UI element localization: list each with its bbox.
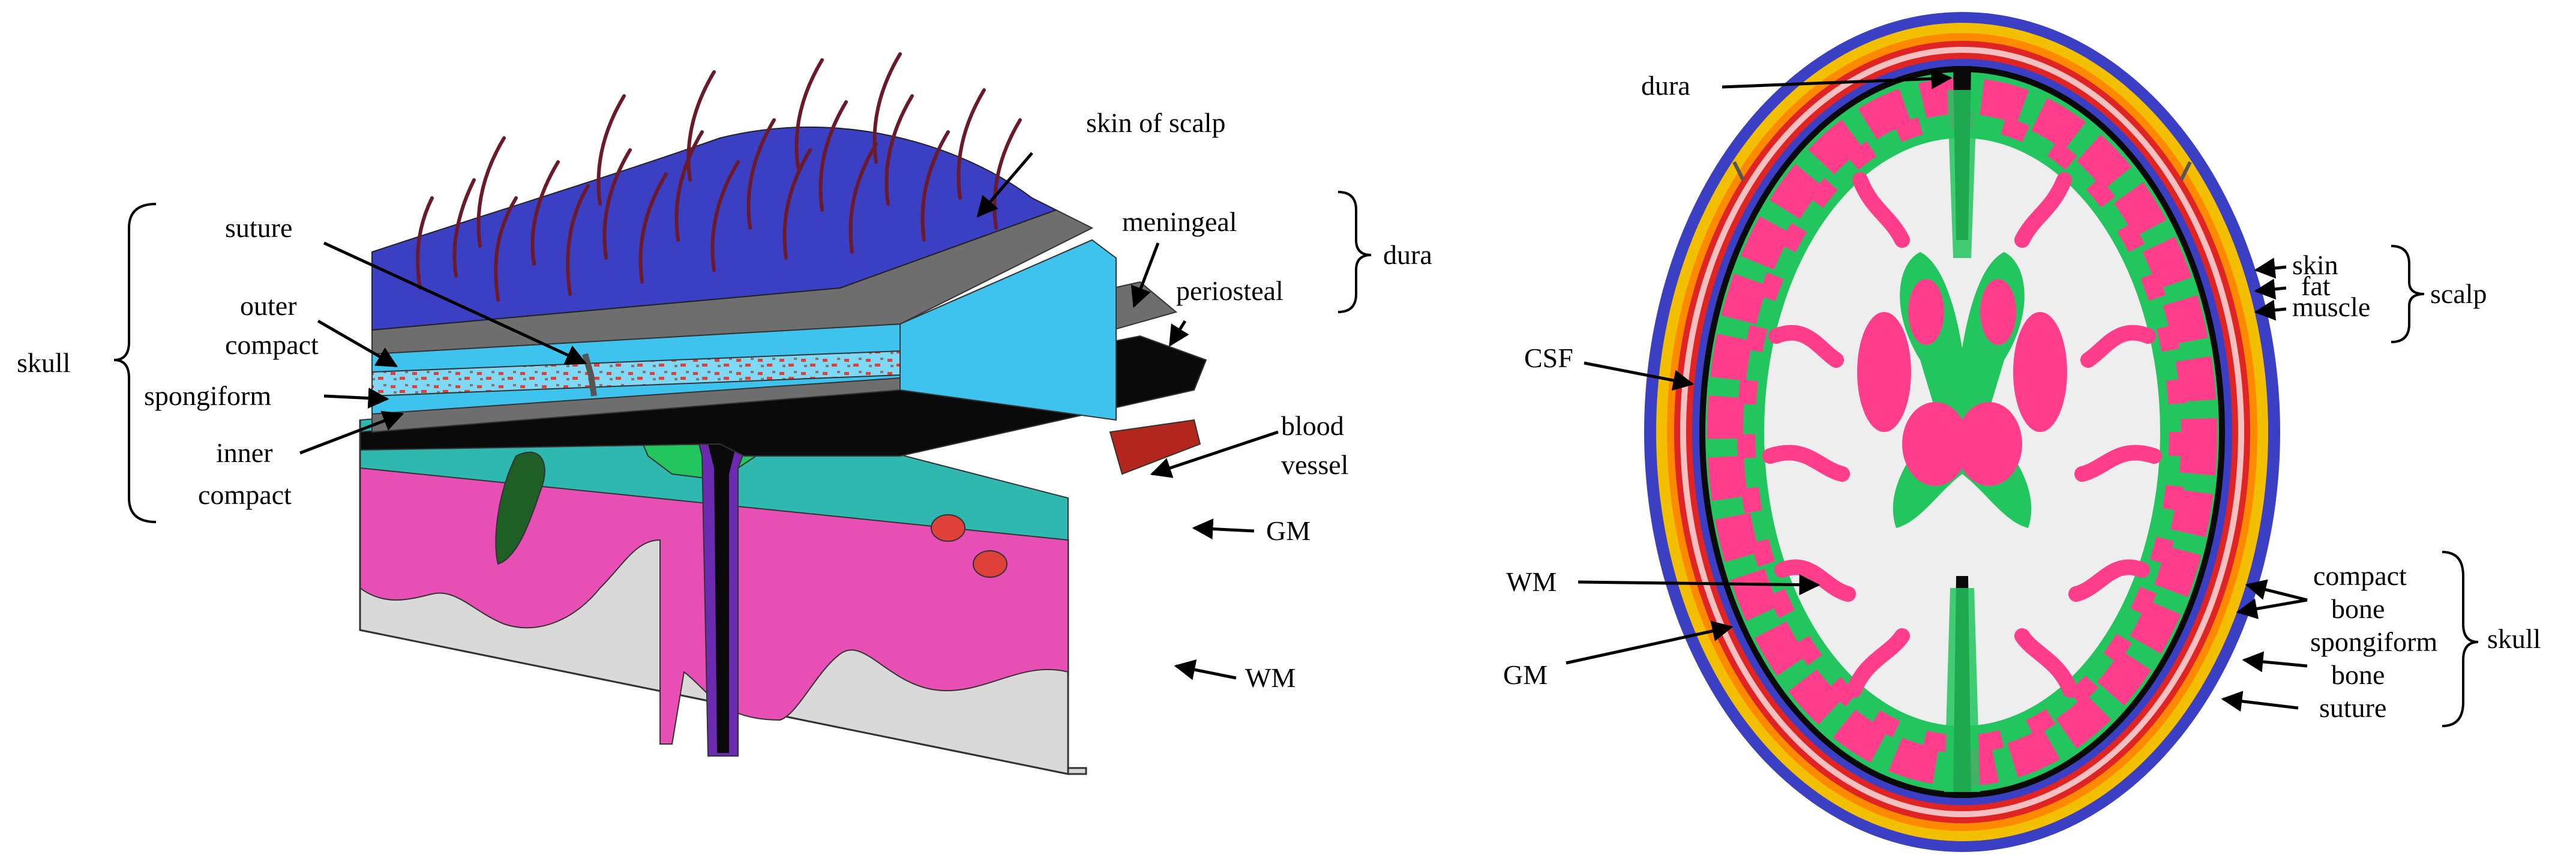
suture-mark-right <box>2179 161 2192 181</box>
label-skull-right: skull <box>2487 623 2541 654</box>
label-dura-left: dura <box>1383 239 1432 270</box>
suture-mark-left <box>1732 161 1745 181</box>
label-csf: CSF <box>1524 343 1573 373</box>
left-arrows <box>299 152 1279 680</box>
skull-bracket <box>113 203 157 523</box>
label-skin-of-scalp: skin of scalp <box>1086 107 1226 138</box>
label-bone-1: bone <box>2331 593 2385 624</box>
label-suture-right: suture <box>2319 692 2386 723</box>
gyral-folds <box>1762 172 2162 698</box>
deep-grey-matter <box>1857 279 2067 486</box>
label-scalp: scalp <box>2430 278 2487 309</box>
bone-side-face <box>899 239 1117 421</box>
label-periosteal: periosteal <box>1176 275 1283 306</box>
falx-back-green <box>1944 588 1980 792</box>
label-bone-2: bone <box>2331 659 2385 690</box>
label-wm-left: WM <box>1245 662 1296 693</box>
label-gm-right: GM <box>1503 659 1548 690</box>
suture-gap <box>582 353 597 397</box>
label-outer: outer <box>240 290 297 321</box>
label-skull: skull <box>17 347 70 378</box>
black-falx <box>702 420 741 753</box>
label-compact: compact <box>2313 560 2407 591</box>
label-spongiform-right: spongiform <box>2310 626 2437 657</box>
label-fat: fat <box>2301 271 2331 301</box>
dark-green-ventricle <box>495 451 545 565</box>
label-inner: inner <box>216 437 273 468</box>
label-skin: skin <box>2292 250 2338 280</box>
label-vessel: vessel <box>1281 449 1348 480</box>
scalp-bracket <box>2391 245 2425 343</box>
skull-bracket-right <box>2442 551 2479 727</box>
dura-bracket <box>1338 191 1372 313</box>
hair-strands <box>416 52 1022 302</box>
label-outer-compact: compact <box>225 329 319 360</box>
label-gm-left: GM <box>1266 515 1311 546</box>
label-dura-right: dura <box>1641 70 1690 101</box>
label-muscle: muscle <box>2292 292 2370 322</box>
falx-front-green <box>1947 90 1977 258</box>
blood-vessel <box>931 419 1201 578</box>
label-spongiform: spongiform <box>144 380 271 411</box>
label-meningeal: meningeal <box>1122 206 1237 237</box>
scalp-layers-block-diagram: skin of scalp suture meningeal dura peri… <box>17 52 1432 775</box>
label-suture: suture <box>225 212 292 243</box>
right-arrows <box>1566 68 2308 712</box>
axial-brain-slice: dura CSF skin fat scalp muscle WM GM com… <box>1503 12 2541 852</box>
label-wm-right: WM <box>1506 566 1557 597</box>
label-blood: blood <box>1281 410 1344 441</box>
label-inner-compact: compact <box>198 479 292 510</box>
